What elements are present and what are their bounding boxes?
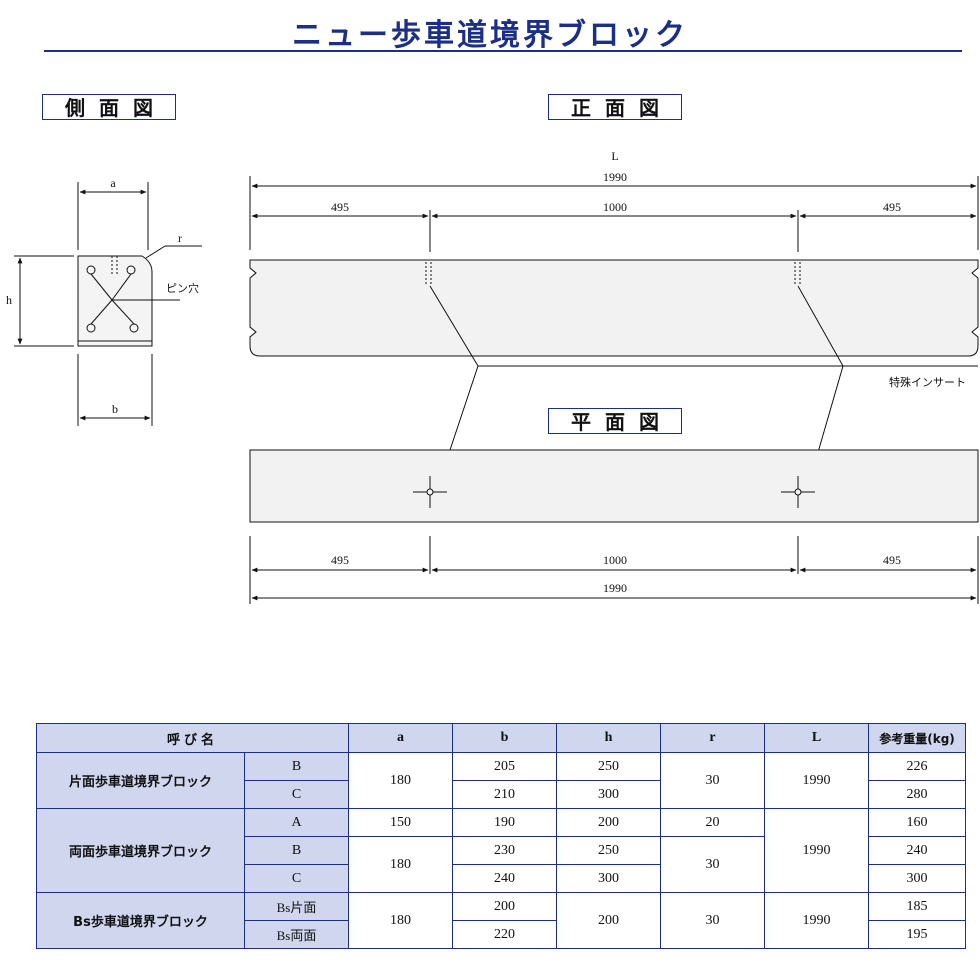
header-a: a — [348, 723, 454, 753]
cell-a: 150 — [348, 808, 454, 837]
cell-b: 190 — [452, 808, 558, 837]
type-cell: A — [243, 808, 350, 837]
header-h: h — [556, 723, 662, 753]
title-rule — [44, 50, 962, 52]
dim-h: h — [6, 293, 12, 307]
cell-weight: 280 — [868, 780, 967, 809]
dim-L: L — [611, 149, 618, 163]
table-row: C 240 300 300 — [37, 864, 967, 893]
cell-h: 200 — [556, 808, 662, 837]
plan-block — [249, 449, 979, 523]
cell-b: 220 — [452, 920, 558, 949]
cell-b: 210 — [452, 780, 558, 809]
cell-L: 1990 — [764, 808, 870, 893]
cell-r: 30 — [660, 752, 766, 809]
technical-drawing: a r ピン穴 h b L 1990 495 1000 495 特殊インサート — [6, 149, 979, 604]
side-block — [77, 255, 153, 347]
cell-L: 1990 — [764, 752, 870, 809]
plan-dim-left: 495 — [331, 553, 349, 567]
cell-weight: 300 — [868, 864, 967, 893]
table-row: B 180 230 250 30 240 — [37, 836, 967, 893]
group-name: 片面歩車道境界ブロック — [36, 752, 245, 809]
front-dim-left: 495 — [331, 200, 349, 214]
plan-dim-mid: 1000 — [603, 553, 627, 567]
group-name: Bs歩車道境界ブロック — [36, 892, 245, 949]
cell-h: 200 — [556, 892, 662, 949]
cell-weight: 160 — [868, 808, 967, 837]
type-cell: Bs両面 — [243, 920, 350, 949]
cell-a: 180 — [348, 892, 454, 949]
cell-h: 250 — [556, 752, 662, 781]
cell-h: 250 — [556, 836, 662, 865]
cell-L: 1990 — [764, 892, 870, 949]
table-row: C 210 300 280 — [37, 780, 967, 809]
table-header-row: 呼び名 a b h r L 参考重量(kg) — [35, 723, 967, 753]
cell-a: 180 — [348, 836, 454, 893]
plan-view — [249, 449, 979, 604]
table-row: Bs歩車道境界ブロック Bs片面 180 200 200 30 1990 185 — [36, 892, 967, 949]
cell-weight: 195 — [868, 920, 967, 949]
plan-dim-total: 1990 — [603, 581, 627, 595]
pin-hole-label: ピン穴 — [166, 281, 199, 295]
front-dim-right: 495 — [883, 200, 901, 214]
plan-view-label: 平面図 — [548, 408, 682, 434]
type-cell: C — [243, 780, 350, 809]
type-cell: C — [243, 864, 350, 893]
special-insert-label: 特殊インサート — [889, 375, 966, 389]
cell-r: 30 — [660, 836, 766, 893]
cell-h: 300 — [556, 780, 662, 809]
cell-weight: 240 — [868, 836, 967, 865]
table-row: 両面歩車道境界ブロック A 150 190 200 20 1990 160 — [36, 808, 967, 893]
type-cell: Bs片面 — [243, 892, 350, 921]
front-view — [249, 176, 979, 481]
group-name: 両面歩車道境界ブロック — [36, 808, 245, 893]
plan-dim-right: 495 — [883, 553, 901, 567]
dim-b: b — [112, 402, 118, 416]
cell-r: 20 — [660, 808, 766, 837]
cell-a: 180 — [348, 752, 454, 809]
cell-r: 30 — [660, 892, 766, 949]
cell-b: 200 — [452, 892, 558, 921]
header-L: L — [764, 723, 870, 753]
front-dim-total: 1990 — [603, 170, 627, 184]
page-title: ニュー歩車道境界ブロック — [292, 18, 688, 53]
table-row: 片面歩車道境界ブロック B 180 205 250 30 1990 226 — [36, 752, 967, 809]
front-block — [249, 259, 979, 357]
cell-b: 240 — [452, 864, 558, 893]
header-r: r — [660, 723, 766, 753]
cell-b: 230 — [452, 836, 558, 865]
type-cell: B — [243, 752, 350, 781]
table-row: Bs両面 220 195 — [37, 920, 967, 949]
cell-weight: 185 — [868, 892, 967, 921]
type-cell: B — [243, 836, 350, 865]
spec-table: 呼び名 a b h r L 参考重量(kg) 片面歩車道境界ブロック B 180… — [35, 723, 967, 949]
cell-h: 300 — [556, 864, 662, 893]
dim-a: a — [110, 176, 116, 190]
header-name: 呼び名 — [35, 723, 350, 753]
front-dim-mid: 1000 — [603, 200, 627, 214]
dim-r: r — [178, 231, 182, 245]
front-view-label: 正面図 — [548, 94, 682, 120]
header-weight: 参考重量(kg) — [868, 723, 967, 753]
side-view — [14, 182, 202, 426]
side-view-label: 側面図 — [42, 94, 176, 120]
cell-weight: 226 — [868, 752, 967, 781]
cell-b: 205 — [452, 752, 558, 781]
header-b: b — [452, 723, 558, 753]
